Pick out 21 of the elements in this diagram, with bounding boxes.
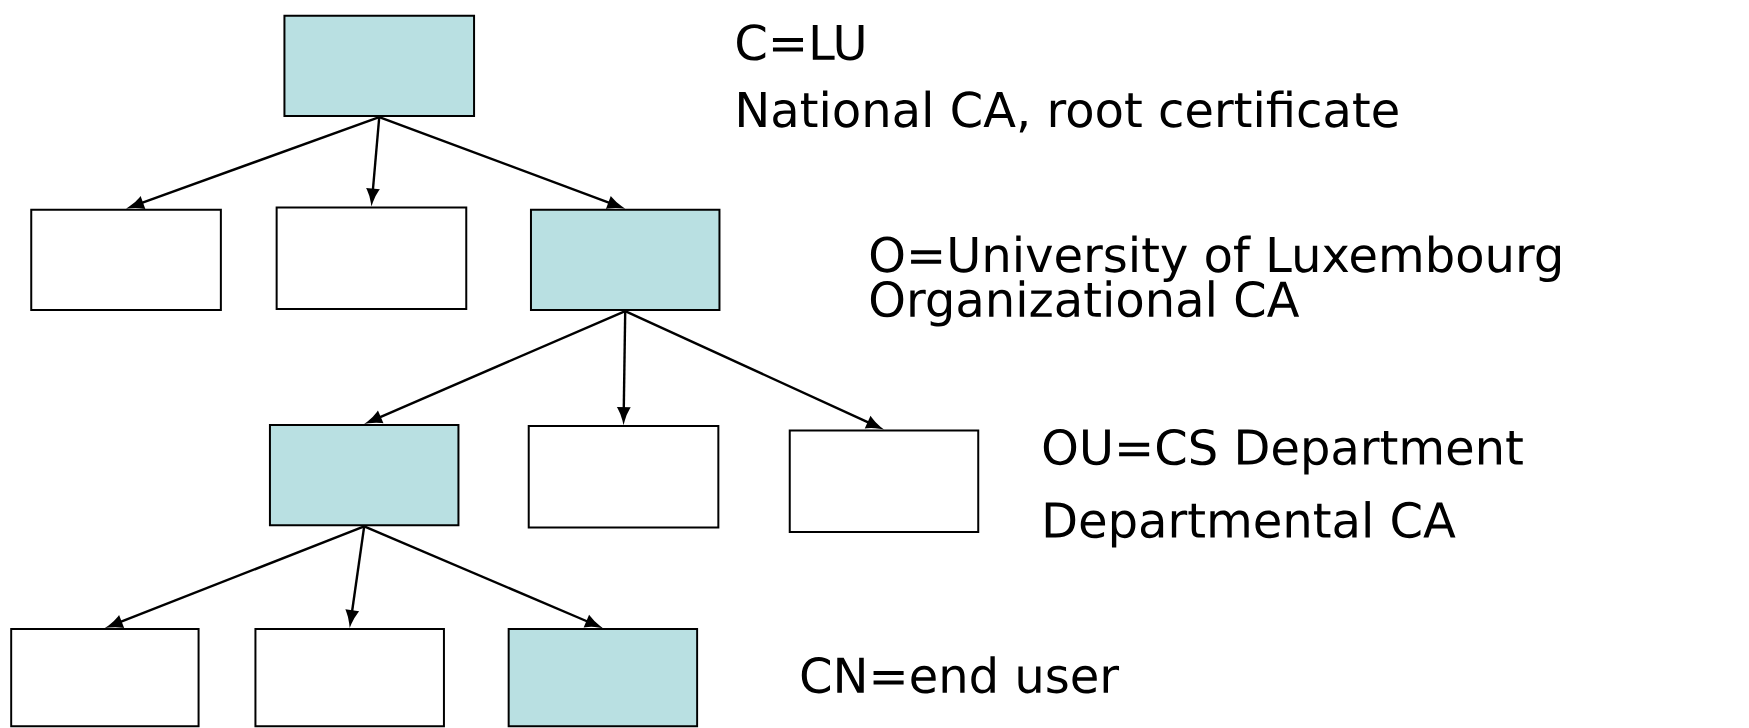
certificate-box	[788, 429, 980, 533]
arrow	[624, 309, 881, 429]
certificate-box	[254, 627, 445, 727]
arrow	[367, 309, 626, 424]
annotation-text: C=LU	[737, 24, 864, 61]
annotation-text: CN=end user	[801, 656, 1120, 694]
certificate-box	[10, 627, 200, 727]
annotation-text: Organizational CA	[870, 280, 1300, 327]
certificate-box	[507, 627, 699, 727]
arrow	[346, 526, 366, 625]
certificate-box	[268, 423, 460, 527]
certificate-box	[529, 208, 721, 311]
annotation-text: OU=CS Department	[1043, 428, 1523, 475]
annotation-text: Departmental CA	[1045, 500, 1456, 548]
certificate-box	[30, 208, 222, 311]
certificate-box	[275, 206, 468, 310]
certificate-box	[283, 14, 476, 117]
arrow	[108, 525, 365, 628]
certificate-box	[527, 424, 720, 529]
annotation-text: National CA, root certificate	[739, 90, 1398, 133]
arrow	[363, 525, 600, 628]
